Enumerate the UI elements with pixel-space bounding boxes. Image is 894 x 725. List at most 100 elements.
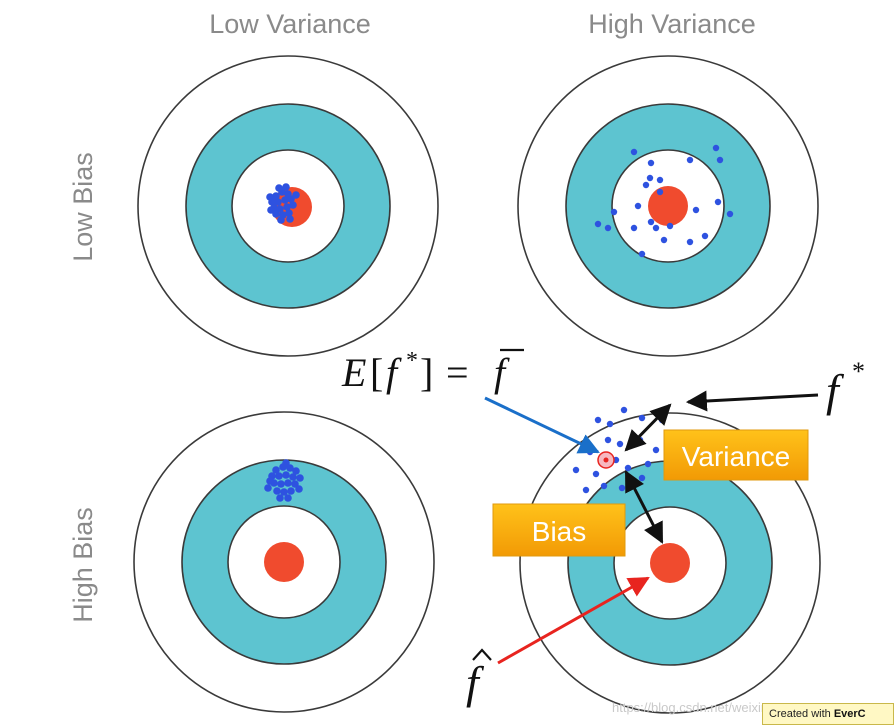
svg-text:=: = [446, 350, 469, 395]
prediction-dot [647, 218, 655, 226]
prediction-dot [283, 203, 291, 211]
prediction-dots-tight-offset [264, 459, 304, 502]
arrow-fhat-to-target [497, 576, 650, 665]
prediction-dot [638, 414, 646, 422]
prediction-dot [630, 148, 638, 156]
variance-label: Variance [682, 441, 790, 472]
prediction-dot [594, 220, 602, 228]
prediction-dot [295, 485, 303, 493]
prediction-dot [616, 440, 624, 448]
expectation-equation: E [ f * ] = f [341, 348, 524, 395]
prediction-dot [686, 238, 694, 246]
target-low-bias-high-variance [517, 55, 819, 357]
fstar-label: f * [826, 357, 865, 416]
prediction-dot [666, 222, 674, 230]
bullseye-icon [648, 186, 688, 226]
fstar-star: * [852, 357, 865, 386]
prediction-dot [652, 224, 660, 232]
prediction-dot [286, 215, 294, 223]
prediction-dot [642, 181, 650, 189]
prediction-dot [282, 459, 290, 467]
prediction-dot [272, 466, 280, 474]
watermark: https://blog.csdn.net/weixin_... [612, 700, 786, 715]
variance-callout: Variance [663, 429, 809, 481]
prediction-dot [618, 484, 626, 492]
prediction-dot [287, 487, 295, 495]
arrow-bias [624, 470, 664, 544]
prediction-dot [686, 156, 694, 164]
prediction-dot [658, 416, 666, 424]
prediction-dot [638, 474, 646, 482]
prediction-dot [606, 420, 614, 428]
prediction-dot [604, 224, 612, 232]
target-high-bias-low-variance [133, 411, 435, 713]
prediction-dot [276, 494, 284, 502]
bias-callout: Bias [492, 503, 626, 557]
prediction-dot [281, 196, 289, 204]
prediction-dots-tight-centered [266, 183, 300, 224]
prediction-dot [610, 208, 618, 216]
header-low-variance: Low Variance [209, 9, 371, 39]
svg-text:[: [ [370, 350, 383, 395]
prediction-dot [701, 232, 709, 240]
prediction-dot [638, 250, 646, 258]
prediction-dot [277, 480, 285, 488]
prediction-dot [275, 184, 283, 192]
bullseye-icon [650, 543, 690, 583]
expectation-e: E [341, 350, 366, 395]
prediction-dot [272, 192, 280, 200]
prediction-dot [660, 236, 668, 244]
credit-brand: EverC [833, 708, 866, 720]
credit-prefix: Created with [769, 708, 831, 720]
prediction-dot [273, 487, 281, 495]
prediction-dot [292, 191, 300, 199]
fhat-f: f [466, 657, 485, 708]
prediction-dot [692, 206, 700, 214]
prediction-dot [646, 174, 654, 182]
arrow-fstar-label [685, 390, 819, 412]
prediction-dot [285, 209, 293, 217]
prediction-dot [266, 477, 274, 485]
prediction-dot [620, 406, 628, 414]
prediction-dot [289, 473, 297, 481]
prediction-dot [284, 479, 292, 487]
prediction-dot [594, 416, 602, 424]
credit-badge: Created with EverC [762, 703, 894, 725]
expectation-fbar: f [494, 350, 510, 395]
prediction-dot [714, 198, 722, 206]
prediction-dots-scattered-centered [594, 144, 734, 258]
prediction-dot [289, 201, 297, 209]
prediction-dot [572, 466, 580, 474]
prediction-dot [644, 460, 652, 468]
prediction-dot [647, 159, 655, 167]
prediction-dot [267, 206, 275, 214]
svg-text:]: ] [420, 350, 433, 395]
prediction-dot [296, 474, 304, 482]
bullseye-icon [264, 542, 304, 582]
prediction-dot [266, 193, 274, 201]
arrow-variance [624, 403, 672, 452]
prediction-dot [282, 471, 290, 479]
prediction-dot [292, 467, 300, 475]
target-low-bias-low-variance [137, 55, 439, 357]
fstar-f: f [826, 365, 845, 416]
prediction-dot [656, 188, 664, 196]
prediction-dot [716, 156, 724, 164]
prediction-dot [604, 436, 612, 444]
prediction-dot [592, 470, 600, 478]
prediction-dot [726, 210, 734, 218]
prediction-dot [282, 183, 290, 191]
expectation-f: f [386, 350, 402, 395]
fhat-label: f [466, 648, 492, 708]
prediction-dot [284, 494, 292, 502]
prediction-dot [656, 176, 664, 184]
prediction-dot [277, 216, 285, 224]
prediction-dot [274, 198, 282, 206]
arrow-expectation-to-mean [484, 396, 600, 454]
header-low-bias: Low Bias [68, 152, 98, 262]
prediction-dot [634, 202, 642, 210]
expectation-star: * [406, 348, 418, 374]
prediction-dot [624, 464, 632, 472]
